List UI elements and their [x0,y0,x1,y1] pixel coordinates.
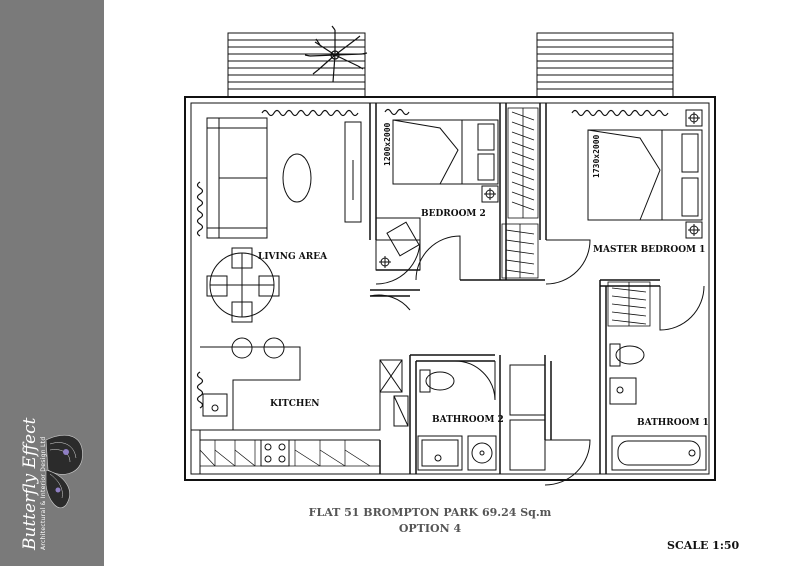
room-label-master-bedroom-1: MASTER BEDROOM 1 [593,245,706,255]
kitchen-units [199,440,380,467]
washbasin [609,377,637,405]
brand-logo: Butterfly Effect Architectural & Interio… [6,417,98,560]
room-label-bathroom-2: BATHROOM 2 [432,415,504,425]
kitchen-sink [202,393,228,417]
tv-unit [344,121,362,223]
desk [375,217,421,271]
hob [260,439,290,467]
washbasin [467,435,497,471]
interior-walls [369,103,660,474]
sofa [206,117,268,239]
plan-title: FLAT 51 BROMPTON PARK 69.24 Sq.m OPTION … [300,505,560,537]
fridge [379,359,409,427]
wardrobe [607,281,651,327]
bed-master-bedroom [587,129,703,221]
bedside-table [481,185,499,203]
kitchen-counter [191,346,381,474]
balcony-left [227,32,366,98]
room-label-living-area: LIVING AREA [258,252,328,262]
butterfly-icon [45,434,83,509]
toilet [419,369,455,393]
room-label-bedroom-2: BEDROOM 2 [421,209,486,219]
shower-tray [417,435,463,471]
storage-cupboards [509,364,546,471]
bed-dimension-master-bedroom: 1730x2000 [592,134,601,178]
room-label-kitchen: KITCHEN [270,399,320,409]
brand-sidebar: Butterfly Effect Architectural & Interio… [0,0,104,566]
wardrobe [501,107,539,279]
coffee-table [282,153,312,203]
toilet [609,343,645,367]
plant-icon [304,25,368,83]
bathtub [611,435,707,471]
bed-bedroom-2 [392,119,499,185]
bedside-table [685,109,703,239]
curtains [196,108,669,409]
outer-walls [184,96,716,481]
scale-label: SCALE 1:50 [667,539,740,552]
bar-stool [263,337,285,359]
bar-stool [231,337,253,359]
plan-title-line-1: FLAT 51 BROMPTON PARK 69.24 Sq.m [308,506,552,519]
balcony-right [536,32,674,98]
bed-dimension-bedroom-2: 1200x2000 [383,122,392,166]
plan-title-line-2: OPTION 4 [398,522,462,535]
room-label-bathroom-1: BATHROOM 1 [637,418,709,428]
dining-table [206,247,280,323]
